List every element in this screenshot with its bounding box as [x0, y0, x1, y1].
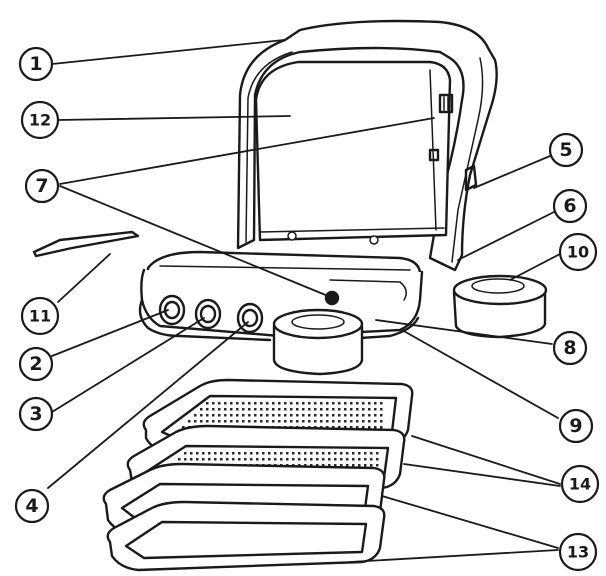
scraper-tool: [32, 230, 140, 258]
drip-cup-back: [452, 274, 548, 339]
callout-1-label: 1: [29, 53, 42, 75]
callout-7-label: 7: [35, 175, 48, 197]
callout-11-label: 11: [29, 307, 51, 326]
callout-c7: 7: [24, 168, 60, 204]
callout-c14: 14: [560, 464, 600, 504]
callout-c2: 2: [18, 346, 54, 382]
callout-3-label: 3: [29, 403, 42, 425]
callout-10-label: 10: [567, 243, 589, 262]
callout-13-label: 13: [567, 543, 589, 562]
leader-lines: [47, 39, 561, 563]
control-knob-middle: [194, 298, 222, 330]
grill-plate-lower: [106, 500, 386, 572]
callout-9-label: 9: [569, 415, 582, 437]
callout-c5: 5: [548, 132, 584, 168]
callout-4-label: 4: [25, 495, 38, 517]
callout-2-label: 2: [29, 353, 42, 375]
callout-6-label: 6: [563, 195, 576, 217]
lid-plate: [254, 60, 452, 242]
callout-5-label: 5: [559, 139, 572, 161]
callout-c9: 9: [558, 408, 594, 444]
callout-c13: 13: [558, 532, 598, 572]
callout-14-label: 14: [569, 475, 591, 494]
drip-cup-front: [272, 308, 364, 376]
lid-assembly: [236, 19, 498, 272]
callout-c11: 11: [20, 296, 60, 336]
callout-c12: 12: [20, 100, 60, 140]
control-knob-left: [158, 294, 186, 326]
callout-8-label: 8: [563, 337, 576, 359]
callout-c4: 4: [14, 488, 50, 524]
callout-c10: 10: [558, 232, 598, 272]
callout-12-label: 12: [29, 111, 51, 130]
callout-c3: 3: [18, 396, 54, 432]
lid-handle: [236, 19, 498, 272]
callout-c6: 6: [552, 188, 588, 224]
callout-c8: 8: [552, 330, 588, 366]
callout-c1: 1: [18, 46, 54, 82]
